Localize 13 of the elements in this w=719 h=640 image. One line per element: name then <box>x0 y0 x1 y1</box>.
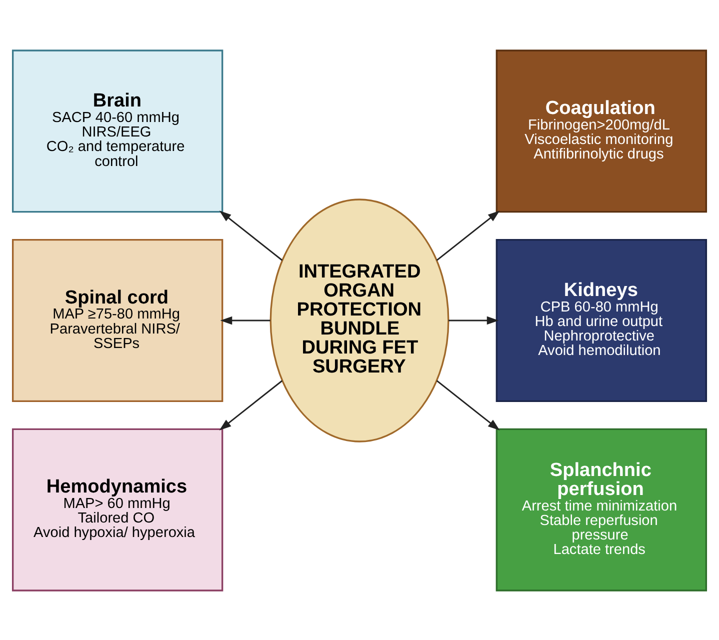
arrow <box>219 380 283 430</box>
arrow <box>220 316 270 324</box>
node-box: Brain SACP 40-60 mmHg NIRS/EEG CO₂ and temperature control <box>12 49 224 212</box>
arrow <box>436 210 500 260</box>
node-box: Kidneys CPB 60-80 mmHg Hb and urine output Nephroprotective Avoid hemodilution <box>496 238 708 402</box>
node-box: Spinal cord MAP ≥75-80 mmHg Paravertebral NIRS/ SSEPs <box>12 238 224 402</box>
arrow <box>436 380 500 430</box>
arrow <box>219 210 283 260</box>
node-box: Coagulation Fibrinogen>200mg/dL Viscoelastic monitoring Antifibrinolytic drugs <box>496 49 708 212</box>
node-box: Hemodynamics MAP> 60 mmHg Tailored CO Avoid hypoxia/ hyperoxia <box>12 428 224 591</box>
node-ellipse: INTEGRATED ORGAN PROTECTION BUNDLE DURING FET SURGERY <box>270 198 450 442</box>
arrow <box>448 316 499 324</box>
node-box: Splanchnic perfusion Arrest time minimization Stable reperfusion pressure Lactate trends <box>496 428 708 591</box>
